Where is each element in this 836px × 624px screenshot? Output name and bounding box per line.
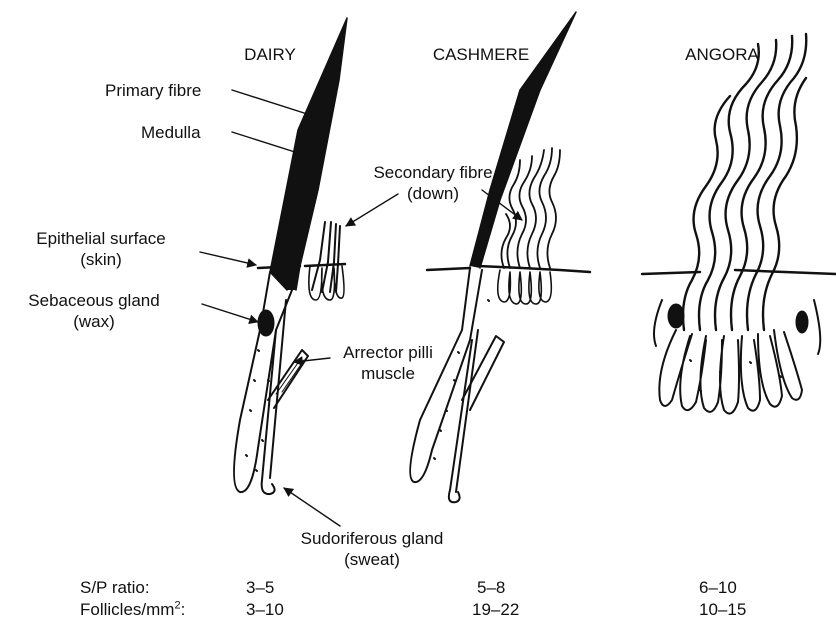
label-arrector-line2: muscle: [326, 363, 450, 384]
arrow-sebaceous: [202, 304, 258, 322]
dairy-primary-follicle: [234, 272, 296, 492]
label-sebaceous-line2: (wax): [4, 311, 184, 332]
label-secondary-fibre: Secondary fibre (down): [352, 162, 514, 204]
cashmere-follicle: [410, 12, 590, 502]
label-arrector: Arrector pilli muscle: [326, 342, 450, 384]
label-primary-fibre: Primary fibre: [105, 80, 201, 101]
follicles-angora: 10–15: [699, 600, 746, 620]
label-sebaceous: Sebaceous gland (wax): [4, 290, 184, 332]
label-medulla: Medulla: [141, 122, 201, 143]
sp-ratio-cashmere: 5–8: [477, 578, 505, 598]
dairy-sebaceous-gland: [258, 310, 274, 336]
sp-ratio-label: S/P ratio:: [80, 578, 150, 598]
follicles-dairy: 3–10: [246, 600, 284, 620]
label-epithelial-line1: Epithelial surface: [6, 228, 196, 249]
label-sudoriferous: Sudoriferous gland (sweat): [282, 528, 462, 570]
angora-skin-line: [642, 270, 836, 274]
label-secondary-line2: (down): [352, 183, 514, 204]
follicles-label: Follicles/mm2:: [80, 600, 185, 620]
dairy-follicle: [234, 18, 347, 494]
cashmere-skin-line: [427, 266, 590, 272]
label-epithelial: Epithelial surface (skin): [6, 228, 196, 270]
label-secondary-line1: Secondary fibre: [352, 162, 514, 183]
follicles-label-colon: :: [181, 600, 186, 619]
arrow-sudoriferous: [284, 488, 340, 526]
follicles-cashmere: 19–22: [472, 600, 519, 620]
arrow-epithelial: [200, 252, 256, 265]
header-cashmere: CASHMERE: [421, 44, 541, 65]
label-sudoriferous-line2: (sweat): [282, 549, 462, 570]
sp-ratio-angora: 6–10: [699, 578, 737, 598]
follicles-label-text: Follicles/mm: [80, 600, 174, 619]
header-dairy: DAIRY: [224, 44, 316, 65]
label-sebaceous-line1: Sebaceous gland: [4, 290, 184, 311]
sp-ratio-dairy: 3–5: [246, 578, 274, 598]
angora-sebaceous-gland: [668, 304, 684, 328]
angora-follicle: [642, 34, 836, 414]
cashmere-sweat-gland: [449, 330, 478, 502]
header-angora: ANGORA: [672, 44, 772, 65]
label-epithelial-line2: (skin): [6, 249, 196, 270]
angora-wavy-fibres: [683, 34, 806, 330]
leader-arrows: [200, 90, 522, 526]
label-sudoriferous-line1: Sudoriferous gland: [282, 528, 462, 549]
dairy-secondary-fibres: [312, 222, 340, 292]
label-arrector-line1: Arrector pilli: [326, 342, 450, 363]
